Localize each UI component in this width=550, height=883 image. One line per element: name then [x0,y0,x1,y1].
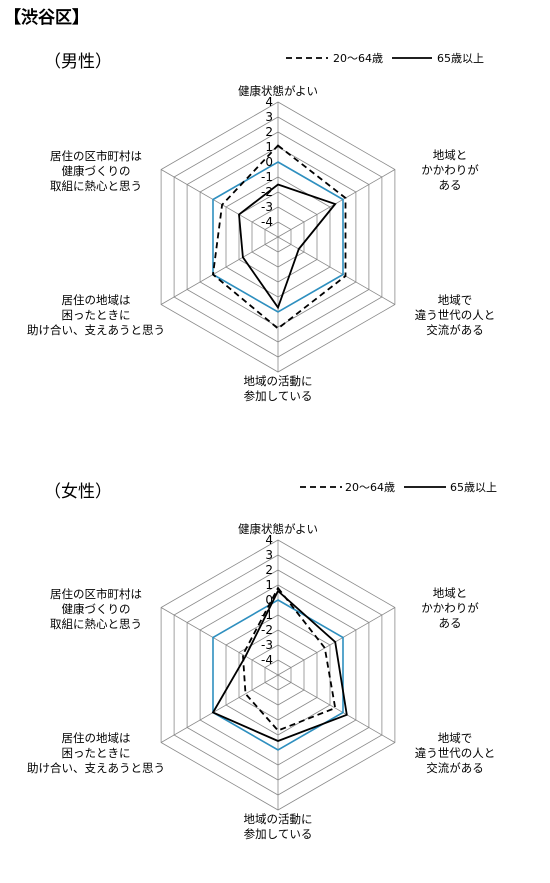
tick-label: 3 [265,548,273,562]
axis-spoke [277,169,396,238]
legend-label: 65歳以上 [437,52,484,65]
tick-label: -4 [261,653,273,667]
axis-label: 居住の地域は困ったときに助け合い、支えあうと思う [27,293,165,337]
chart-title: （女性） [44,482,112,502]
axis-label: 居住の区市町村は健康づくりの取組に熱心と思う [50,149,142,193]
axis-label: 地域の活動に参加している [244,812,313,841]
tick-label: -3 [261,200,273,214]
tick-label: 3 [265,110,273,124]
axis-label: 居住の区市町村は健康づくりの取組に熱心と思う [50,587,142,631]
axis-spoke [277,236,396,305]
tick-label: -3 [261,638,273,652]
legend-label: 20〜64歳 [333,52,383,65]
legend: 20〜64歳 65歳以上 [300,481,497,494]
axis-spoke [160,236,279,305]
reference-ring [212,161,344,313]
axis-label: 居住の地域は困ったときに助け合い、支えあうと思う [27,731,165,775]
page-title: 【渋谷区】 [4,7,89,28]
tick-label: -2 [261,623,273,637]
tick-label: 1 [265,578,273,592]
legend-label: 20〜64歳 [345,481,395,494]
tick-label: 4 [265,95,273,109]
axis-label: 地域で違う世代の人と交流がある [415,731,496,775]
axis-spoke [277,607,396,676]
axis-spoke [277,674,396,743]
tick-label: 2 [265,125,273,139]
tick-label: 2 [265,563,273,577]
tick-label: -2 [261,185,273,199]
axis-label: 健康状態がよい [238,522,318,536]
axis-label: 地域とかかわりがある [421,586,479,630]
axis-spoke [160,169,279,238]
tick-label: -1 [261,608,273,622]
series-age-65-plus [238,183,337,310]
series-age-20-64 [241,586,337,732]
tick-label: 1 [265,140,273,154]
tick-label: 4 [265,533,273,547]
legend-label: 65歳以上 [450,481,497,494]
axis-spoke [160,674,279,743]
series-age-65-plus [211,589,348,742]
axis-spoke [160,607,279,676]
axis-label: 地域の活動に参加している [244,374,313,403]
axis-label: 地域とかかわりがある [421,148,479,192]
axis-label: 地域で違う世代の人と交流がある [415,293,496,337]
tick-label: 0 [265,155,273,169]
tick-label: 0 [265,593,273,607]
axis-label: 健康状態がよい [238,84,318,98]
tick-label: -1 [261,170,273,184]
series-age-20-64 [212,144,347,330]
legend: 20〜64歳 65歳以上 [286,52,484,65]
reference-ring [212,599,344,751]
tick-label: -4 [261,215,273,229]
chart-title: （男性） [44,52,112,72]
